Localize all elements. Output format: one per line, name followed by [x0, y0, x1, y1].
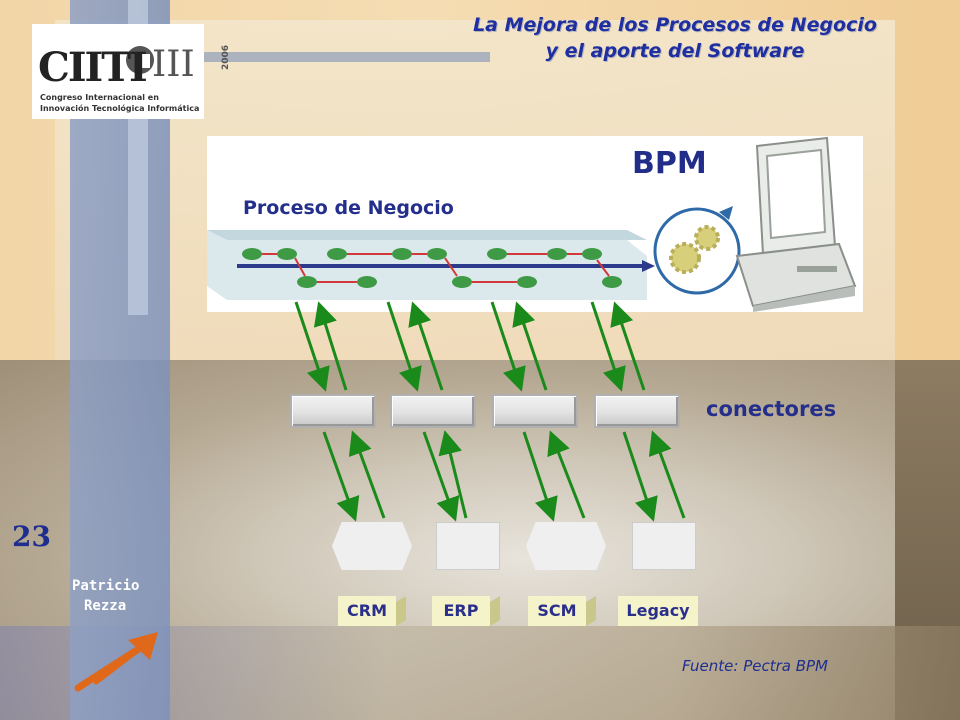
author-first-name: Patricio	[72, 578, 140, 594]
connector-box	[492, 394, 578, 428]
decorative-arrow-icon	[74, 632, 158, 692]
connector-box	[290, 394, 376, 428]
slide-title-line2: y el aporte del Software	[545, 40, 805, 62]
system-tag-label: SCM	[528, 596, 586, 626]
system-tag-label: Legacy	[618, 596, 698, 626]
process-ribbon-top	[207, 230, 647, 240]
connector-box	[594, 394, 680, 428]
arrow-group-upper	[294, 301, 646, 392]
system-shape-scm	[526, 522, 606, 570]
connector-box	[390, 394, 476, 428]
process-label: Proceso de Negocio	[243, 197, 454, 219]
system-tag-crm: CRM	[338, 596, 408, 626]
gear-icon	[669, 242, 701, 274]
slide-title-line1: La Mejora de los Procesos de Negocio	[473, 14, 877, 36]
arrow-group-lower	[322, 430, 686, 522]
system-tag-side	[586, 596, 596, 626]
conference-logo: CIITI III 2006 Congreso Internacional en…	[32, 24, 231, 119]
author: Patricio Rezza	[72, 576, 139, 616]
system-tag-side	[396, 596, 406, 626]
system-tag-side	[490, 596, 500, 626]
system-shape-erp	[436, 522, 500, 570]
bpm-illustration	[207, 136, 857, 312]
system-shape-crm	[332, 522, 412, 570]
logo-subtitle-line1: Congreso Internacional en	[40, 93, 159, 102]
slide-title: La Mejora de los Procesos de Negocio y e…	[400, 12, 950, 64]
system-tag-label: CRM	[338, 596, 396, 626]
logo-brand: CIITI	[38, 44, 148, 91]
logo-subtitle: Congreso Internacional en Innovación Tec…	[40, 92, 199, 114]
bpm-label: BPM	[632, 146, 707, 181]
slide-number: 23	[12, 520, 51, 553]
process-arrow-head	[642, 260, 655, 272]
source-note: Fuente: Pectra BPM	[682, 657, 829, 675]
bpm-cycle-icon	[653, 207, 741, 295]
decorative-stripe	[70, 0, 170, 720]
logo-edition: III	[152, 44, 195, 85]
cycle-arrow-icon	[719, 206, 733, 220]
logo-subtitle-line2: Innovación Tecnológica Informática	[40, 104, 200, 113]
connectors-label: conectores	[706, 397, 837, 421]
system-tag-legacy: Legacy	[618, 596, 700, 626]
gear-small-icon	[694, 225, 720, 251]
computer-icon	[735, 136, 857, 312]
process-nodes	[242, 248, 622, 288]
process-links	[262, 253, 610, 283]
bpm-panel	[207, 136, 863, 312]
system-tag-scm: SCM	[528, 596, 598, 626]
system-shape-legacy	[632, 522, 696, 570]
system-tag-erp: ERP	[432, 596, 502, 626]
system-tag-label: ERP	[432, 596, 490, 626]
author-last-name: Rezza	[84, 598, 127, 614]
logo-mark-icon	[126, 46, 154, 74]
decorative-bar	[170, 52, 490, 62]
